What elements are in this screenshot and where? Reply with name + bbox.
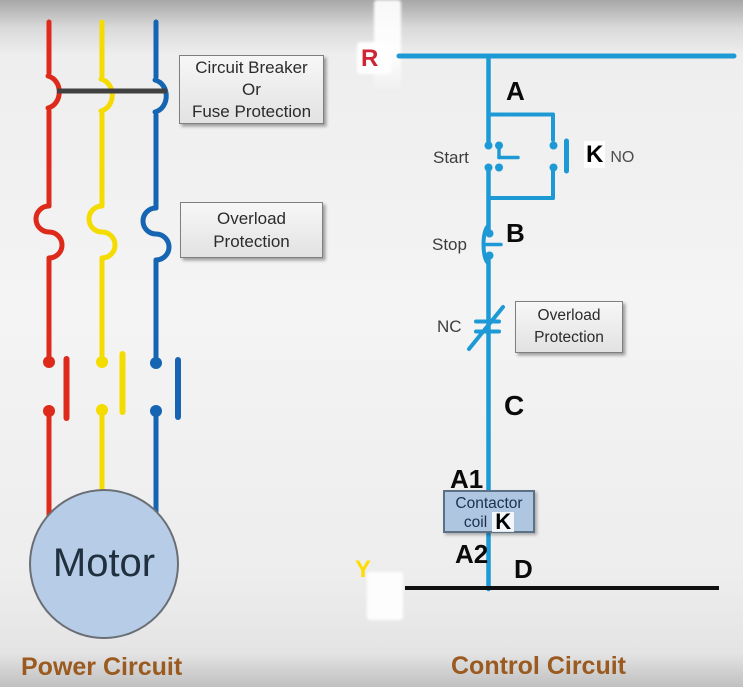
k-no-contact-dot (549, 163, 558, 172)
yellow-overload-squiggle-icon (86, 203, 118, 261)
power-overload-line1: Overload (217, 209, 286, 228)
start-contact-dot (484, 141, 493, 150)
breaker-label-box: Circuit Breaker Or Fuse Protection (179, 55, 324, 124)
phase-y-label: Y (355, 556, 372, 583)
start-contact-dot (495, 141, 503, 150)
red-contact-dot (43, 405, 55, 417)
start-button-label: Start (433, 148, 469, 167)
yellow-contact-dot (96, 356, 108, 368)
yellow-breaker-arc-icon (98, 76, 115, 114)
node-a-label: A (506, 76, 525, 106)
start-contact-dot (484, 163, 493, 172)
motor-label: Motor (52, 541, 156, 585)
coil-k-letter: K (492, 511, 515, 533)
blue-contact-dot (150, 405, 162, 417)
control-overload-line2: Protection (534, 329, 604, 346)
contactor-coil-box: Contactor coil K (443, 490, 535, 533)
nc-contact-label: NC (437, 317, 462, 336)
k-contact-letter: K (584, 141, 606, 168)
control-overload-line1: Overload (537, 307, 601, 324)
breaker-label-line1: Circuit Breaker (195, 58, 308, 77)
stop-contact-dot (485, 229, 494, 238)
node-c-label: C (504, 390, 525, 421)
stop-button-label: Stop (432, 235, 467, 254)
power-overload-line2: Protection (213, 232, 290, 251)
motor-circle (29, 489, 179, 639)
control-overload-label-box: Overload Protection (515, 301, 623, 353)
coil-box-line1: Contactor (455, 495, 523, 512)
blue-overload-squiggle-icon (140, 205, 172, 263)
coil-box-line2: coil (463, 513, 488, 531)
no-contact-letter: NO (610, 149, 635, 166)
highlight-patch-y (367, 572, 403, 620)
k-no-contact-dot (549, 141, 558, 150)
breaker-label-line3: Fuse Protection (191, 102, 312, 121)
blue-contact-dot (150, 357, 162, 369)
power-overload-label-box: Overload Protection (180, 202, 323, 258)
control-wiring (396, 53, 737, 592)
node-b-label: B (506, 218, 525, 248)
overload-nc-slash-icon (467, 305, 505, 351)
terminal-a2-label: A2 (455, 539, 489, 569)
start-contact-dot (495, 163, 503, 172)
node-d-label: D (514, 554, 533, 584)
yellow-contact-dot (96, 404, 108, 416)
phase-line-yellow (86, 19, 126, 501)
red-overload-squiggle-icon (33, 203, 65, 261)
phase-r-label: R (361, 45, 379, 72)
phase-line-red (33, 19, 70, 543)
breaker-label-line2: Or (242, 80, 261, 99)
highlight-patch-r (357, 42, 391, 74)
power-circuit-caption: Power Circuit (21, 653, 183, 681)
stop-contact-dot (485, 251, 494, 260)
terminal-a1-label: A1 (450, 464, 484, 494)
blue-breaker-arc-icon (152, 77, 169, 115)
control-circuit-caption: Control Circuit (451, 652, 626, 680)
phase-line-blue (140, 19, 181, 538)
red-contact-dot (43, 356, 55, 368)
